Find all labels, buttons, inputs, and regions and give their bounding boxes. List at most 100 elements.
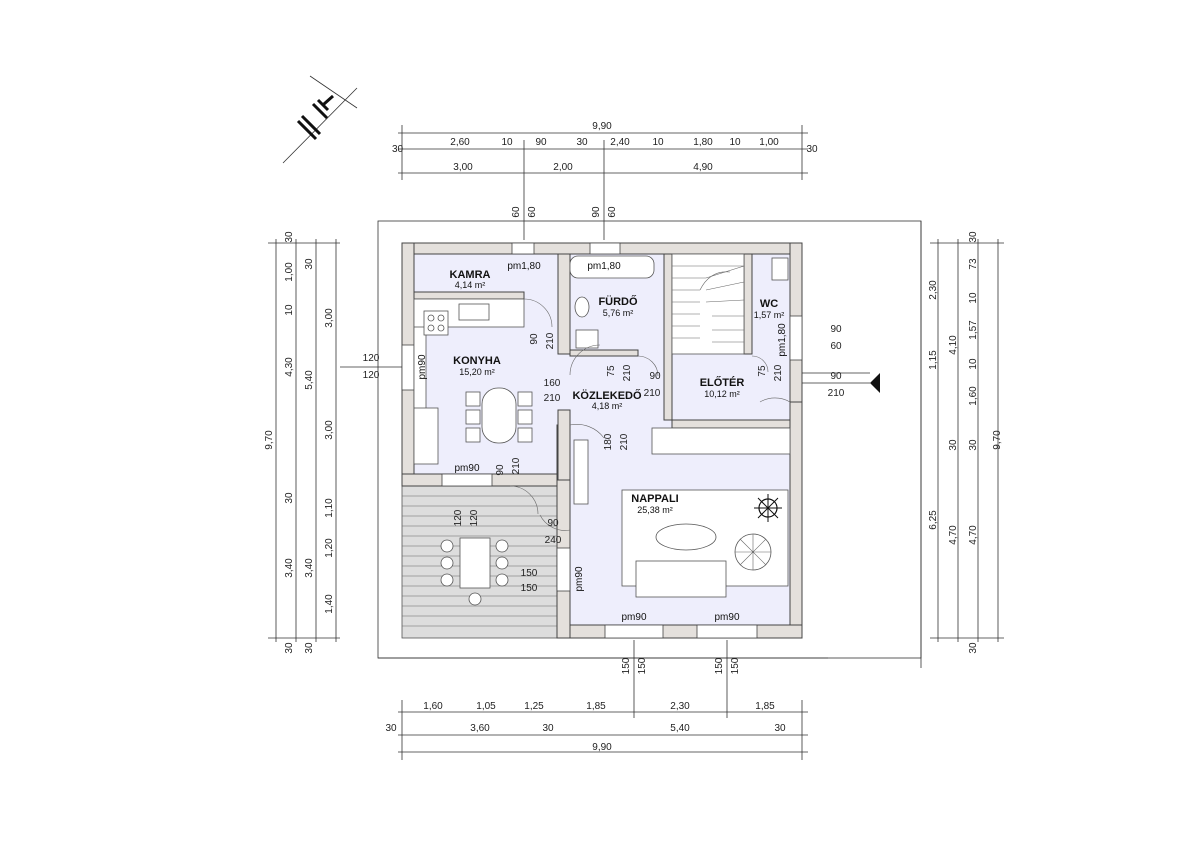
- left-dim: 3,40: [304, 558, 315, 578]
- room-area-kamra: 4,14 m²: [455, 280, 486, 290]
- room-area-nappali: 25,38 m²: [637, 505, 673, 515]
- room-name-wc: WC: [760, 298, 778, 310]
- opening-label: 120: [453, 509, 464, 526]
- bottom-dim: 30: [385, 723, 397, 734]
- right-dimension-lines: [930, 239, 1004, 642]
- opening-label: 150: [730, 657, 741, 674]
- room-name-furdo: FÜRDŐ: [598, 295, 638, 308]
- left-dim: 1,00: [284, 262, 295, 282]
- entrance-arrow-icon: [870, 373, 880, 393]
- bottom-total: 9,90: [592, 742, 612, 753]
- right-total: 9,70: [992, 430, 1003, 450]
- top-total: 9,90: [592, 121, 612, 132]
- right-dim: 4,10: [948, 335, 959, 355]
- opening-label: 150: [521, 583, 538, 594]
- opening-label: 60: [607, 206, 618, 218]
- door-label: 210: [644, 388, 661, 399]
- right-dim: 1,15: [928, 350, 939, 370]
- top-dim: 4,90: [693, 162, 713, 173]
- room-name-konyha: KONYHA: [453, 355, 501, 367]
- windows: [401, 242, 803, 639]
- right-dim: 30: [948, 439, 959, 451]
- opening-label: 150: [637, 657, 648, 674]
- bottom-dim: 30: [774, 723, 786, 734]
- right-dim: 1,60: [968, 386, 979, 406]
- right-dim: 30: [968, 231, 979, 243]
- room-name-nappali: NAPPALI: [631, 493, 678, 505]
- plant-icon: [734, 494, 782, 571]
- bottom-dim: 1,85: [755, 701, 775, 712]
- staircase: [671, 253, 745, 355]
- opening-label: 150: [714, 657, 725, 674]
- dining-table-kitchen: [465, 387, 533, 444]
- room-name-kozlekedo: KÖZLEKEDŐ: [572, 389, 642, 402]
- room-area-wc: 1,57 m²: [754, 310, 785, 320]
- bottom-dim: 2,30: [670, 701, 690, 712]
- window-label: pm1,80: [587, 261, 621, 272]
- top-dim: 1,00: [759, 137, 779, 148]
- door-label: 210: [511, 457, 522, 474]
- left-dim: 1,10: [324, 498, 335, 518]
- doors: [509, 298, 791, 531]
- top-dim: 10: [652, 137, 664, 148]
- left-dim: 30: [304, 642, 315, 654]
- opening-label: 90: [830, 324, 842, 335]
- opening-label: 210: [828, 388, 845, 399]
- left-dim: 10: [284, 304, 295, 316]
- top-dim: 30: [392, 144, 404, 155]
- opening-label: 60: [511, 206, 522, 218]
- right-dim: 73: [968, 258, 979, 270]
- room-area-konyha: 15,20 m²: [459, 367, 495, 377]
- door-label: 210: [545, 332, 556, 349]
- window-label: pm90: [574, 566, 585, 591]
- door-label: 75: [606, 365, 617, 377]
- right-dim: 6,25: [928, 510, 939, 530]
- window-label: pm90: [714, 612, 739, 623]
- bottom-dim: 5,40: [670, 723, 690, 734]
- top-dim: 30: [576, 137, 588, 148]
- window-label: pm1,80: [777, 323, 788, 357]
- right-dim: 1,57: [968, 320, 979, 340]
- left-dim: 4,30: [284, 357, 295, 377]
- door-label: 75: [757, 365, 768, 377]
- top-dim: 2,00: [553, 162, 573, 173]
- left-dim: 30: [304, 258, 315, 270]
- door-label: 90: [529, 333, 540, 345]
- right-dim: 4,70: [948, 525, 959, 545]
- opening-label: 60: [830, 341, 842, 352]
- dining-table-terrace: [440, 537, 509, 606]
- door-label: 90: [649, 371, 661, 382]
- left-dim: 1,20: [324, 538, 335, 558]
- top-dim: 2,60: [450, 137, 470, 148]
- bottom-dim: 1,85: [586, 701, 606, 712]
- top-dim: 2,40: [610, 137, 630, 148]
- window-label: pm1,80: [507, 261, 541, 272]
- opening-label: 90: [591, 206, 602, 218]
- left-dim: 3,00: [324, 308, 335, 328]
- bottom-dim: 30: [542, 723, 554, 734]
- door-label: 90: [547, 518, 559, 529]
- bottom-dim: 1,60: [423, 701, 443, 712]
- right-dim: 30: [968, 642, 979, 654]
- top-dim: 10: [729, 137, 741, 148]
- living-room-furniture: [573, 439, 789, 598]
- left-dimension-lines: [268, 239, 402, 642]
- door-label: 210: [544, 393, 561, 404]
- bottom-dim: 1,25: [524, 701, 544, 712]
- opening-label: 90: [830, 371, 842, 382]
- window-label: pm90: [417, 354, 428, 379]
- door-label: 240: [545, 535, 562, 546]
- top-dimension-lines: [398, 125, 808, 240]
- left-total: 9,70: [264, 430, 275, 450]
- top-dim: 3,00: [453, 162, 473, 173]
- door-label: 210: [622, 364, 633, 381]
- right-dim: 30: [968, 439, 979, 451]
- door-label: 180: [603, 433, 614, 450]
- left-dim: 3,00: [324, 420, 335, 440]
- bottom-dimension-lines: [398, 640, 808, 760]
- right-dim: 10: [968, 358, 979, 370]
- north-arrow-icon: [282, 75, 358, 164]
- door-label: 210: [619, 433, 630, 450]
- window-label: pm90: [621, 612, 646, 623]
